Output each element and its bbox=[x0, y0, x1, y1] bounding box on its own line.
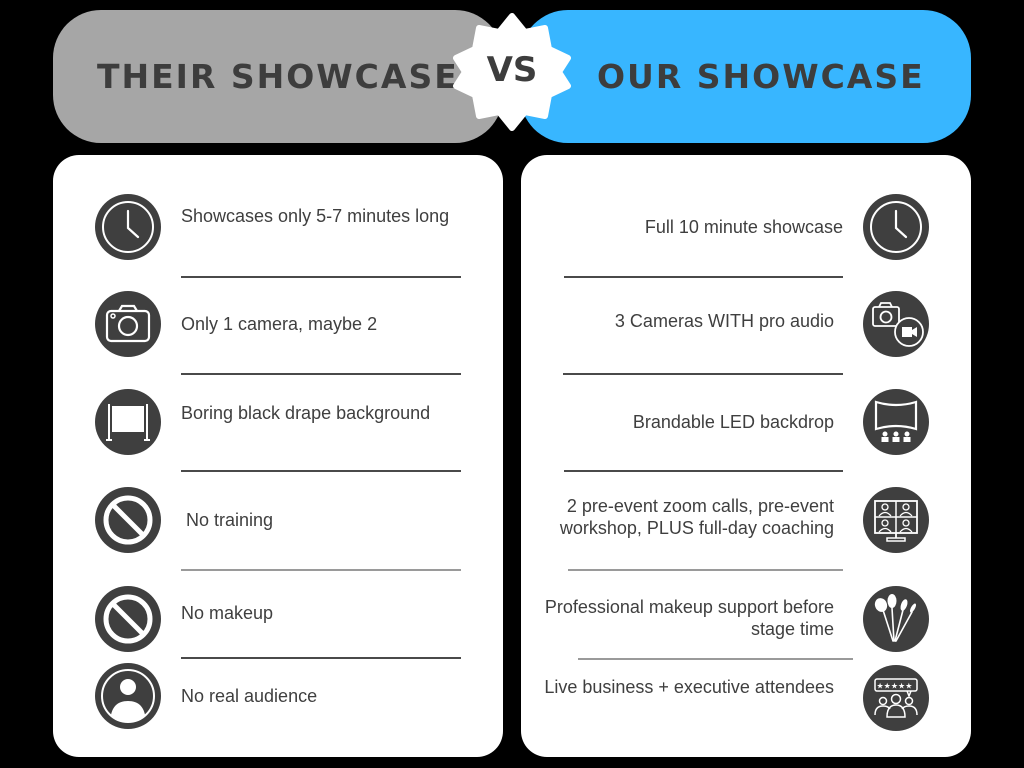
their-item-text: Only 1 camera, maybe 2 bbox=[181, 314, 378, 334]
our-item-text: Brandable LED backdrop bbox=[632, 412, 834, 432]
divider bbox=[568, 569, 843, 571]
our-showcase-header: OUR SHOWCASE bbox=[520, 10, 971, 143]
vs-label: VS bbox=[486, 50, 538, 90]
our-item-text: Full 10 minute showcase bbox=[644, 217, 843, 237]
clock-icon bbox=[95, 194, 161, 260]
person-icon bbox=[95, 663, 161, 729]
led-screen-audience-icon bbox=[863, 389, 929, 455]
their-item-text: No real audience bbox=[181, 686, 318, 706]
no-entry-icon bbox=[95, 586, 161, 652]
their-item-text: No makeup bbox=[181, 603, 274, 623]
video-call-grid-icon bbox=[863, 487, 929, 553]
divider bbox=[564, 276, 843, 278]
our-item-text: Professional makeup support before stage… bbox=[544, 597, 834, 639]
vs-badge: VS bbox=[453, 13, 571, 131]
their-item-text: Boring black drape background bbox=[181, 403, 431, 423]
our-item-text: 2 pre-event zoom calls, pre-event worksh… bbox=[559, 496, 834, 538]
divider bbox=[563, 373, 843, 375]
divider bbox=[181, 470, 461, 472]
our-item-text: 3 Cameras WITH pro audio bbox=[614, 311, 834, 331]
divider bbox=[564, 470, 843, 472]
our-showcase-card: Full 10 minute showcase 3 Cameras WITH p… bbox=[521, 155, 971, 757]
drape-backdrop-icon bbox=[95, 389, 161, 455]
their-item-text: No training bbox=[186, 510, 274, 530]
makeup-brushes-icon bbox=[863, 586, 929, 652]
their-showcase-title: THEIR SHOWCASE bbox=[97, 57, 459, 96]
starburst-badge-icon bbox=[453, 13, 571, 131]
svg-text:★★★★★: ★★★★★ bbox=[877, 682, 913, 691]
divider bbox=[578, 658, 853, 660]
our-showcase-title: OUR SHOWCASE bbox=[597, 57, 925, 96]
our-item-text: Live business + executive attendees bbox=[544, 677, 834, 697]
their-item-text: Showcases only 5-7 minutes long bbox=[181, 206, 450, 226]
their-showcase-header: THEIR SHOWCASE bbox=[53, 10, 503, 143]
their-showcase-card: Showcases only 5-7 minutes long Only 1 c… bbox=[53, 155, 503, 757]
clock-icon bbox=[863, 194, 929, 260]
audience-rating-icon: ★★★★★ bbox=[863, 665, 929, 731]
no-entry-icon bbox=[95, 487, 161, 553]
divider bbox=[181, 569, 461, 571]
divider bbox=[181, 276, 461, 278]
divider bbox=[181, 657, 461, 659]
camera-video-icon bbox=[863, 291, 929, 357]
camera-icon bbox=[95, 291, 161, 357]
divider bbox=[181, 373, 461, 375]
